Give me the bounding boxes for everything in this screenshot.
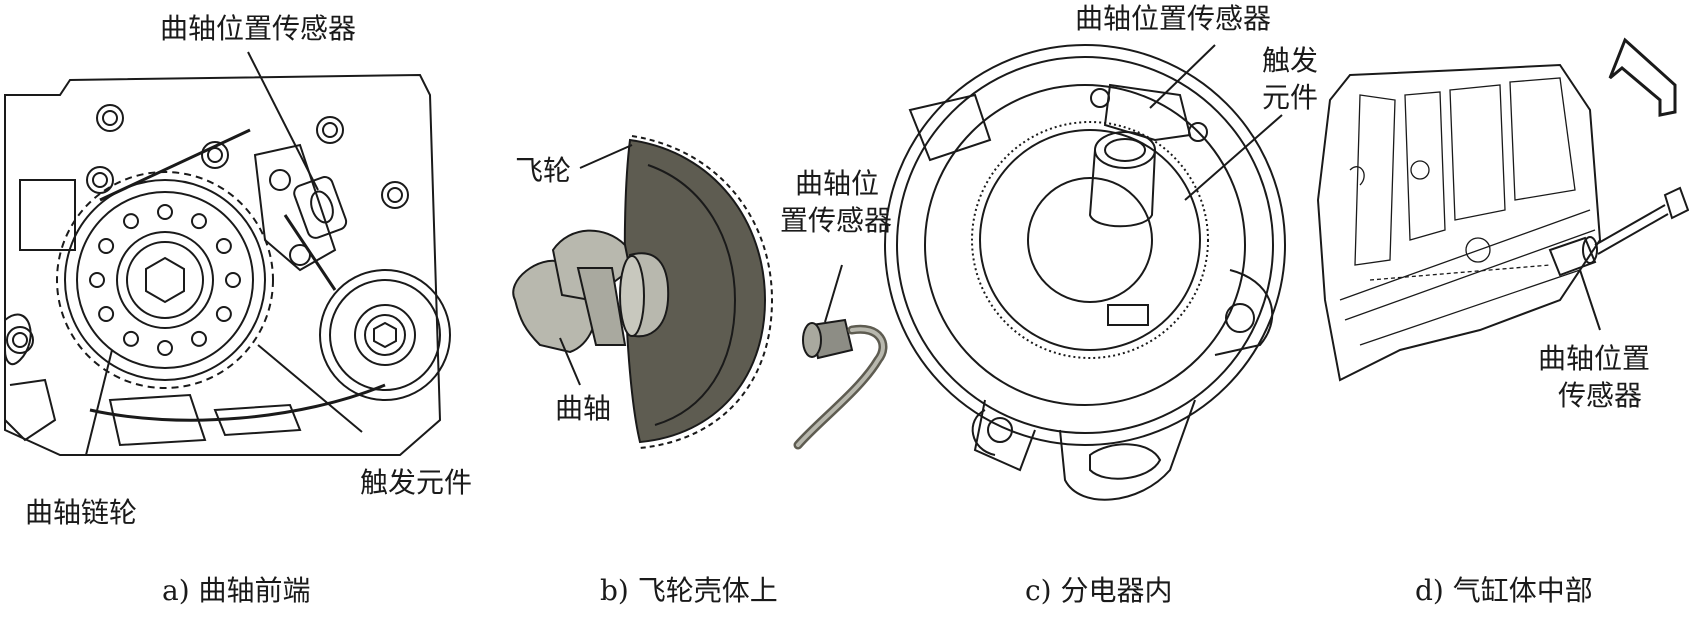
sensor-part-b (793, 318, 888, 450)
sprocket-hole (225, 272, 241, 288)
crankshaft-sprocket-drawing (56, 171, 274, 389)
bolt-head (201, 141, 229, 169)
cylinder-block-illustration (1316, 37, 1689, 382)
panel-d-cylinder-block: 曲轴位置 传感器 d) 气缸体中部 (1316, 37, 1689, 607)
leader-trigger-c (1184, 114, 1283, 201)
crankshaft-part (512, 229, 670, 354)
sprocket-hole (98, 238, 115, 254)
label-crank-sensor-d-line1: 曲轴位置 (1538, 342, 1650, 375)
leader-trigger-a (257, 344, 363, 433)
leader-sensor-c (1149, 44, 1216, 109)
leader-crankshaft-b (559, 337, 581, 386)
label-crank-sensor-b-line2: 置传感器 (780, 204, 892, 237)
label-crank-sensor-b-line1: 曲轴位 (795, 167, 879, 200)
bolt-center (12, 332, 28, 348)
engine-front-illustration (4, 73, 451, 456)
tensioner-pulley-drawing (319, 269, 451, 401)
label-crank-sensor-d-line2: 传感器 (1558, 379, 1642, 412)
caption-c: c) 分电器内 (1025, 574, 1173, 607)
sprocket-hole (215, 306, 232, 322)
leader-sensor-d (1579, 269, 1601, 331)
bolt-center (387, 187, 403, 203)
label-crank-sensor-c: 曲轴位置传感器 (1075, 2, 1271, 35)
bolt-head (316, 116, 344, 144)
sprocket-hole (191, 330, 207, 347)
panel-c-distributor: 曲轴位置传感器 触发 元件 c) 分电器内 (884, 2, 1318, 607)
sprocket-hole (157, 340, 173, 356)
panel-a-crankshaft-front: 曲轴位置传感器 触发元件 曲轴链轮 a) 曲轴前端 (4, 12, 472, 607)
bolt-center (207, 147, 223, 163)
caption-d: d) 气缸体中部 (1415, 574, 1593, 607)
label-crank-sprocket-a: 曲轴链轮 (25, 496, 137, 529)
label-flywheel-b: 飞轮 (515, 154, 571, 187)
leader-sensor-a (247, 51, 319, 191)
sprocket-hole (191, 213, 207, 230)
sensor-drawing (253, 143, 348, 272)
sensor-part-d (1548, 186, 1689, 277)
leader-flywheel-b (579, 144, 633, 169)
panel-b-flywheel-housing: 飞轮 曲轴位 置传感器 曲轴 b) 飞轮壳体上 (512, 135, 892, 607)
distributor-illustration (884, 44, 1286, 501)
bolt-center (102, 110, 118, 126)
label-trigger-element-c-line1: 触发 (1262, 44, 1318, 77)
label-trigger-element-c-line2: 元件 (1262, 81, 1318, 114)
sprocket-hole (89, 272, 105, 288)
bolt-head (6, 326, 34, 354)
bolt-center (322, 122, 338, 138)
bolt-center (92, 172, 108, 188)
label-trigger-element-a: 触发元件 (360, 466, 472, 499)
bolt-head (86, 166, 114, 194)
label-crankshaft-b: 曲轴 (555, 392, 611, 425)
sprocket-hole (123, 213, 139, 230)
bolt-head (96, 104, 124, 132)
caption-a: a) 曲轴前端 (162, 574, 311, 607)
sprocket-hole (157, 204, 173, 220)
sprocket-hole (98, 306, 115, 322)
leader-sprocket-a (85, 349, 113, 456)
bolt-head (381, 181, 409, 209)
sprocket-hole (215, 238, 232, 254)
sprocket-hole (123, 330, 139, 347)
flywheel-illustration (512, 135, 888, 450)
leader-sensor-b (824, 264, 843, 323)
label-crank-sensor-a: 曲轴位置传感器 (160, 12, 356, 45)
caption-b: b) 飞轮壳体上 (600, 574, 778, 607)
